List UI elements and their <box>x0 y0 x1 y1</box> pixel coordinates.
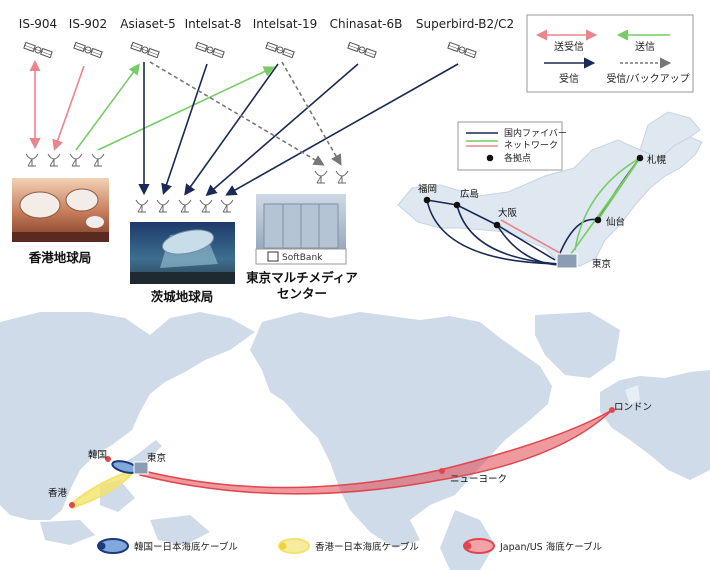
hongkong-station-label: 香港地球局 <box>28 250 92 265</box>
city-hiroshima: 広島 <box>460 188 479 200</box>
city-fukuoka: 福岡 <box>418 183 437 195</box>
satellite-label: Chinasat-6B <box>330 17 403 31</box>
satellite-label: Asiaset-5 <box>120 17 175 31</box>
world-city-london: ロンドン <box>614 402 652 413</box>
satellite-icon <box>23 41 53 59</box>
cable-legend: 韓国ー日本海底ケーブル 香港ー日本海底ケーブル Japan/US 海底ケーブル <box>97 538 603 554</box>
satellite-label: Superbird-B2/C2 <box>416 17 514 31</box>
satellite-icon <box>447 41 477 59</box>
dish-icon <box>335 170 349 184</box>
ibaraki-station-photo <box>130 222 235 284</box>
legend-send-receive: 送受信 <box>554 40 584 53</box>
city-sendai: 仙台 <box>606 216 625 228</box>
legend-japan-us-cable: Japan/US 海底ケーブル <box>499 541 603 553</box>
tokyo-media-center-label-2: センター <box>277 286 327 301</box>
dish-icon <box>91 153 105 167</box>
tokyo-media-center-label-1: 東京マルチメディア <box>246 270 358 285</box>
legend-domestic-fiber: 国内ファイバー <box>504 127 567 139</box>
dish-icon <box>156 199 170 213</box>
legend-hk-japan-cable: 香港ー日本海底ケーブル <box>315 541 419 553</box>
satellite-links <box>29 60 459 197</box>
satellite-label: IS-904 <box>19 17 57 31</box>
satellite-icon <box>130 41 160 59</box>
land-north-america <box>250 312 552 548</box>
japan-land <box>397 136 703 267</box>
legend-send: 送信 <box>635 40 655 53</box>
satellite-row: IS-904 IS-902 Asiaset-5 Intelsat-8 Intel… <box>19 17 514 59</box>
hongkong-station-photo <box>12 178 109 242</box>
dish-icon <box>178 199 192 213</box>
land-europe <box>600 370 710 480</box>
dish-icon <box>220 199 234 213</box>
domestic-legend: 国内ファイバー ネットワーク 各拠点 <box>457 121 567 171</box>
legend-receive-backup: 受信/バックアップ <box>606 73 689 85</box>
world-city-newyork: ニューヨーク <box>450 474 507 485</box>
dish-icon <box>25 153 39 167</box>
softbank-sign: SoftBank <box>282 253 323 263</box>
world-map: 韓国 東京 香港 ニューヨーク ロンドン <box>0 312 710 570</box>
world-city-tokyo: 東京 <box>147 452 166 464</box>
dish-icon <box>47 153 61 167</box>
link-legend: 送受信 送信 受信 受信/バックアップ <box>526 14 694 93</box>
satellite-label: IS-902 <box>69 17 107 31</box>
land-eurasia <box>0 312 255 520</box>
dish-icon <box>199 199 213 213</box>
world-city-hongkong: 香港 <box>48 487 68 499</box>
dish-icon <box>135 199 149 213</box>
city-tokyo: 東京 <box>592 258 611 270</box>
legend-korea-japan-cable: 韓国ー日本海底ケーブル <box>134 541 238 553</box>
satellite-icon <box>265 41 295 59</box>
dish-icon <box>314 170 328 184</box>
city-osaka: 大阪 <box>498 207 518 219</box>
satellite-icon <box>73 41 103 59</box>
world-city-korea: 韓国 <box>88 450 107 461</box>
satellite-label: Intelsat-8 <box>185 17 242 31</box>
satellite-icon <box>195 41 225 59</box>
satellite-icon <box>347 41 377 59</box>
legend-receive: 受信 <box>559 73 579 85</box>
satellite-label: Intelsat-19 <box>253 17 317 31</box>
domestic-network-map: 福岡 広島 大阪 札幌 仙台 東京 <box>397 111 703 270</box>
ibaraki-station-label: 茨城地球局 <box>151 289 214 304</box>
city-sapporo: 札幌 <box>647 154 667 166</box>
dish-icon <box>69 153 83 167</box>
legend-network: ネットワーク <box>504 140 558 151</box>
legend-hubs: 各拠点 <box>504 152 531 164</box>
tokyo-media-center-photo: SoftBank <box>255 194 347 265</box>
